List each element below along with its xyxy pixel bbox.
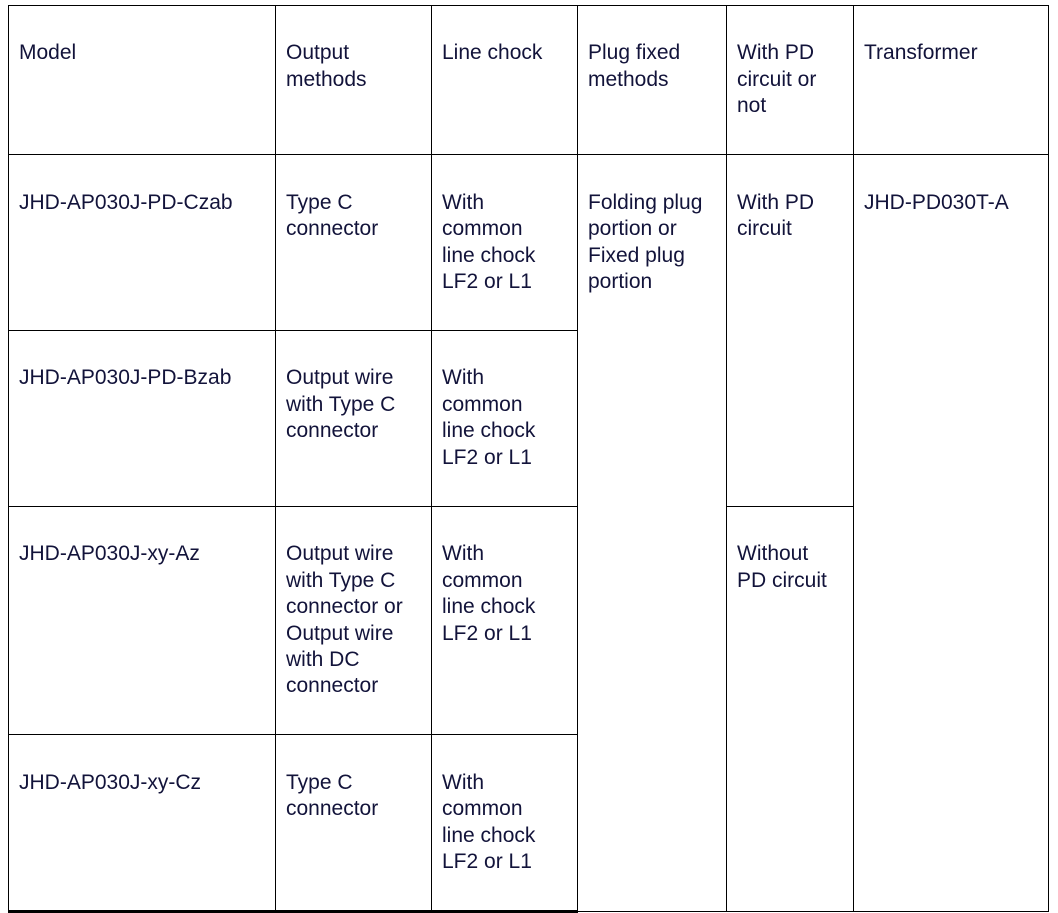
cell-plug-fixed-methods-merged: Folding plug portion or Fixed plug porti… — [577, 154, 727, 913]
cell-line-chock: With common line chock LF2 or L1 — [431, 734, 578, 913]
cell-output-methods: Output wire with Type C connector or Out… — [275, 505, 432, 736]
cell-model-value: JHD-AP030J-xy-Az — [19, 542, 200, 566]
model-spec-table: Model Output methods Line chock Plug fix… — [8, 4, 1049, 913]
cell-model: JHD-AP030J-PD-Bzab — [8, 329, 276, 507]
table-row: JHD-AP030J-PD-Czab Type C connector With… — [8, 154, 1049, 913]
cell-model: JHD-AP030J-xy-Cz — [8, 734, 276, 913]
cell-line-chock-value: With common line chock LF2 or L1 — [442, 366, 536, 469]
cell-output-methods: Type C connector — [275, 154, 432, 331]
column-header-line-chock: Line chock — [431, 4, 578, 156]
cell-output-methods-value: Type C connector — [286, 770, 379, 821]
cell-line-chock: With common line chock LF2 or L1 — [431, 329, 578, 507]
column-header-with-pd-circuit-or-not: With PD circuit or not — [726, 4, 854, 156]
cell-model: JHD-AP030J-PD-Czab — [8, 154, 276, 331]
table-row: JHD-AP030J-xy-Az Output wire with Type C… — [8, 505, 1049, 913]
column-header-model: Model — [8, 4, 276, 156]
column-header-with-pd-circuit-or-not-label: With PD circuit or not — [737, 41, 817, 118]
column-header-output-methods: Output methods — [275, 4, 432, 156]
column-header-plug-fixed-methods: Plug fixed methods — [577, 4, 727, 156]
cell-plug-fixed-methods-value: Folding plug portion or Fixed plug porti… — [588, 190, 703, 294]
cell-model-value: JHD-AP030J-PD-Bzab — [19, 366, 232, 390]
column-header-model-label: Model — [19, 41, 77, 65]
cell-without-pd-circuit-merged: Without PD circuit — [726, 505, 854, 913]
cell-output-methods-value: Output wire with Type C connector or Out… — [286, 542, 403, 698]
column-header-plug-fixed-methods-label: Plug fixed methods — [588, 41, 681, 91]
cell-model-value: JHD-AP030J-PD-Czab — [19, 190, 233, 214]
cell-line-chock-value: With common line chock LF2 or L1 — [442, 542, 536, 645]
column-header-line-chock-label: Line chock — [442, 41, 543, 65]
column-header-transformer: Transformer — [853, 4, 1049, 156]
cell-line-chock-value: With common line chock LF2 or L1 — [442, 190, 536, 294]
cell-output-methods: Output wire with Type C connector — [275, 329, 432, 507]
cell-model-value: JHD-AP030J-xy-Cz — [19, 770, 202, 794]
cell-output-methods-value: Type C connector — [286, 190, 379, 241]
table-row: JHD-AP030J-PD-Bzab Output wire with Type… — [8, 329, 1049, 507]
cell-transformer-value: JHD-PD030T-A — [864, 190, 1009, 214]
cell-with-pd-circuit-merged: With PD circuit — [726, 154, 854, 507]
column-header-transformer-label: Transformer — [864, 41, 978, 65]
cell-with-pd-circuit-value: With PD circuit — [737, 190, 815, 241]
cell-transformer-merged: JHD-PD030T-A — [853, 154, 1049, 913]
cell-output-methods: Type C connector — [275, 734, 432, 913]
cell-line-chock: With common line chock LF2 or L1 — [431, 154, 578, 331]
table-header-row: Model Output methods Line chock Plug fix… — [8, 4, 1049, 156]
column-header-output-methods-label: Output methods — [286, 41, 367, 91]
cell-line-chock-value: With common line chock LF2 or L1 — [442, 770, 536, 874]
cell-output-methods-value: Output wire with Type C connector — [286, 366, 396, 443]
cell-without-pd-circuit-value: Without PD circuit — [737, 542, 827, 592]
cell-line-chock: With common line chock LF2 or L1 — [431, 505, 578, 736]
page-root: Model Output methods Line chock Plug fix… — [8, 4, 1049, 913]
cell-model: JHD-AP030J-xy-Az — [8, 505, 276, 736]
